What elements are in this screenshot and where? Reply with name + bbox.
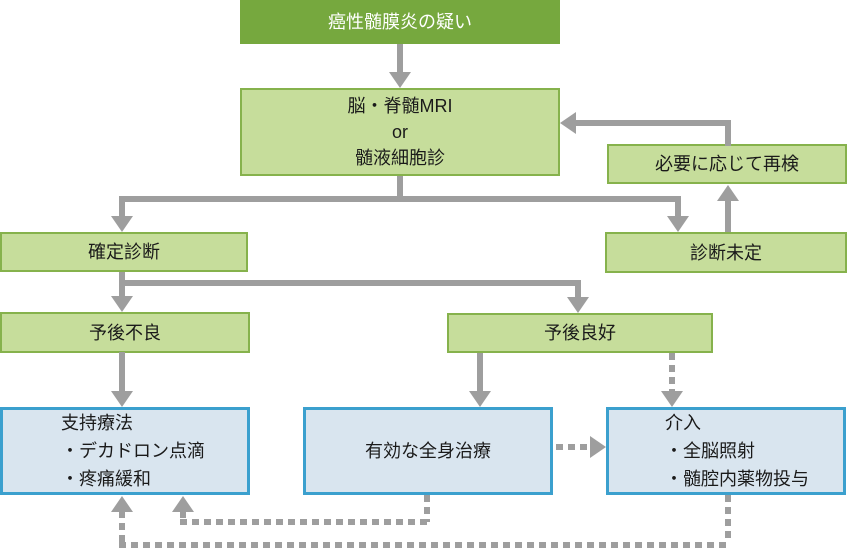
node-mri-line2: or xyxy=(391,122,408,142)
arrow-systemic-to-intervention-dotted-stem xyxy=(556,444,590,450)
arrow-suspicion-to-mri-arrowhead xyxy=(389,72,411,88)
arrow-to-undetermined-stem xyxy=(675,202,681,218)
node-confirmed-label: 確定診断 xyxy=(88,242,160,262)
arrow-recheck-to-mri-arrowhead xyxy=(560,112,576,134)
arrow-good-to-systemic-stem xyxy=(477,353,483,392)
arrow-good-to-systemic-arrowhead xyxy=(469,391,491,407)
arrow-suspicion-to-mri-stem xyxy=(397,44,403,73)
node-supportive-item: ・疼痛緩和 xyxy=(61,469,151,489)
arrow-to-undetermined-arrowhead xyxy=(667,216,689,232)
arrow-undetermined-to-recheck-stem xyxy=(725,200,731,232)
arrow-poor-to-supportive-stem xyxy=(119,352,125,392)
arrow-confirmed-to-good-stem xyxy=(575,286,581,299)
arrow-systemic-to-supportive-dotted-up xyxy=(180,511,186,519)
node-supportive-care: 支持療法 ・デカドロン点滴 ・疼痛緩和 xyxy=(0,407,250,495)
arrow-systemic-to-supportive-arrowhead xyxy=(172,496,194,512)
arrow-mri-branch-stem xyxy=(397,176,403,198)
node-good-prognosis: 予後良好 xyxy=(447,313,713,353)
node-intervention-title: 介入 xyxy=(665,413,701,433)
node-effective-systemic-therapy: 有効な全身治療 xyxy=(303,407,553,495)
node-poor-prognosis: 予後不良 xyxy=(0,312,250,353)
arrow-systemic-to-supportive-dotted-down xyxy=(424,495,430,522)
node-intervention-item: ・全脳照射 xyxy=(665,441,755,461)
node-undetermined-label: 診断未定 xyxy=(690,242,762,263)
node-recheck-label: 必要に応じて再検 xyxy=(655,154,799,174)
arrow-intervention-to-supportive-dotted-up xyxy=(119,511,125,542)
node-systemic-label: 有効な全身治療 xyxy=(365,441,491,461)
node-undetermined-diagnosis: 診断未定 xyxy=(605,232,847,273)
node-poor-prognosis-label: 予後不良 xyxy=(89,322,161,343)
arrow-systemic-to-supportive-dotted-horizontal xyxy=(180,519,430,525)
arrow-poor-to-supportive-arrowhead xyxy=(111,391,133,407)
node-good-prognosis-label: 予後良好 xyxy=(544,323,616,343)
node-suspicion: 癌性髄膜炎の疑い xyxy=(240,0,560,44)
arrow-confirmed-to-poor-arrowhead xyxy=(111,296,133,312)
arrow-confirmed-to-good-arrowhead xyxy=(567,297,589,313)
node-recheck-as-needed: 必要に応じて再検 xyxy=(607,144,847,184)
arrow-systemic-to-intervention-arrowhead xyxy=(590,436,606,458)
node-intervention-item: ・髄腔内薬物投与 xyxy=(665,469,809,489)
node-mri-or-csf-cytology: 脳・脊髄MRI or 髄液細胞診 xyxy=(240,88,560,176)
arrow-good-to-intervention-dotted-stem xyxy=(669,353,675,391)
arrow-undetermined-to-recheck-arrowhead xyxy=(717,185,739,201)
arrow-intervention-to-supportive-dotted-horizontal xyxy=(119,542,731,548)
node-suspicion-label: 癌性髄膜炎の疑い xyxy=(328,12,472,32)
node-mri-line3: 髄液細胞診 xyxy=(355,148,445,168)
arrow-confirmed-branch-horizontal xyxy=(119,280,581,286)
arrow-mri-branch-horizontal xyxy=(119,196,681,202)
arrow-good-to-intervention-arrowhead xyxy=(661,391,683,407)
arrow-intervention-to-supportive-dotted-down xyxy=(725,495,731,542)
node-supportive-item: ・デカドロン点滴 xyxy=(61,441,205,461)
arrow-to-confirmed-stem xyxy=(119,202,125,218)
node-supportive-title: 支持療法 xyxy=(61,413,133,433)
arrow-recheck-to-mri-horizontal xyxy=(574,120,731,126)
arrow-intervention-to-supportive-arrowhead xyxy=(111,496,133,512)
node-mri-line1: 脳・脊髄MRI xyxy=(347,96,453,116)
node-confirmed-diagnosis: 確定診断 xyxy=(0,232,248,272)
node-intervention: 介入 ・全脳照射 ・髄腔内薬物投与 xyxy=(606,407,846,495)
arrow-recheck-to-mri-vertical xyxy=(725,123,731,146)
arrow-to-confirmed-arrowhead xyxy=(111,216,133,232)
